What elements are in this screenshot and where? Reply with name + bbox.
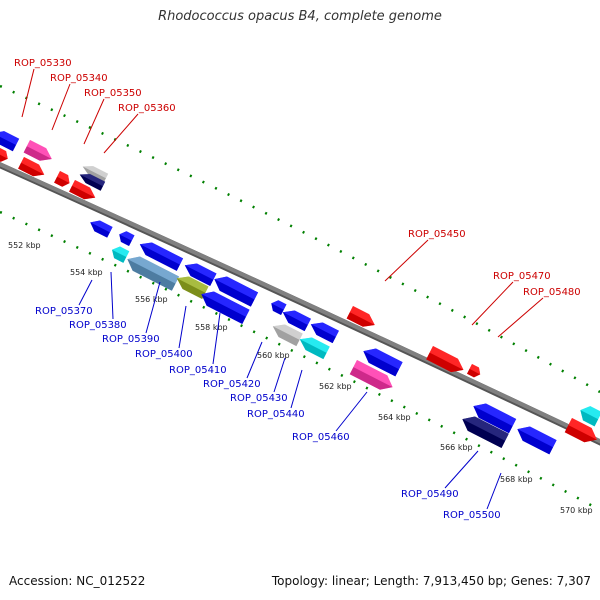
gene-cyan-2[interactable] [297, 333, 330, 360]
label-leader-line [212, 312, 221, 365]
accession-text: Accession: NC_012522 [9, 574, 146, 588]
gene-blue-11[interactable] [360, 344, 403, 377]
gene-blue-6[interactable] [211, 272, 259, 307]
gene-gray-1[interactable] [80, 162, 109, 183]
kbp-tick-label: 568 kbp [500, 475, 533, 484]
gene-blue-13[interactable] [514, 422, 557, 455]
gene-red-6[interactable] [426, 346, 467, 377]
gene-red-1[interactable] [0, 147, 10, 164]
gene-blue-4[interactable] [137, 238, 184, 271]
gene-blue-7[interactable] [198, 287, 250, 324]
gene-label-rop-05380[interactable]: ROP_05380 [69, 320, 127, 331]
gene-label-rop-05490[interactable]: ROP_05490 [401, 489, 459, 500]
kbp-tick-label: 562 kbp [319, 382, 352, 391]
gene-label-rop-05470[interactable]: ROP_05470 [493, 271, 551, 282]
gene-label-rop-05480[interactable]: ROP_05480 [523, 287, 581, 298]
gene-gray-2[interactable] [270, 320, 303, 347]
gene-pink-2[interactable] [349, 360, 396, 394]
gene-red-7[interactable] [467, 364, 483, 379]
gene-blue-12[interactable] [470, 399, 517, 434]
label-leader-line [273, 357, 286, 393]
gene-pink-1[interactable] [23, 140, 55, 165]
label-leader-line [178, 305, 187, 349]
gene-steel-1[interactable] [124, 252, 180, 291]
kbp-tick-label: 566 kbp [440, 443, 473, 452]
gene-blue-8[interactable] [269, 298, 287, 316]
label-leader-line [486, 472, 502, 510]
lower-tick-track [0, 210, 600, 512]
label-leader-line [83, 98, 105, 145]
kbp-tick-label: 558 kbp [195, 323, 228, 332]
genome-backbone [0, 162, 600, 444]
label-leader-line [246, 341, 263, 379]
label-leader-line [103, 113, 139, 154]
gene-label-rop-05390[interactable]: ROP_05390 [102, 334, 160, 345]
gene-label-rop-05450[interactable]: ROP_05450 [408, 229, 466, 240]
gene-label-rop-05400[interactable]: ROP_05400 [135, 349, 193, 360]
gene-label-rop-05350[interactable]: ROP_05350 [84, 88, 142, 99]
kbp-tick-label: 552 kbp [8, 241, 41, 250]
label-leader-line [444, 450, 479, 489]
gene-blue-2[interactable] [88, 217, 113, 238]
gene-red-4[interactable] [69, 180, 98, 203]
map-title: Rhodococcus opacus B4, complete genome [158, 9, 442, 24]
gene-label-rop-05420[interactable]: ROP_05420 [203, 379, 261, 390]
upper-tick-track [0, 84, 600, 394]
gene-red-8[interactable] [564, 418, 600, 447]
gene-label-rop-05410[interactable]: ROP_05410 [169, 365, 227, 376]
label-leader-line [290, 369, 303, 409]
gene-label-rop-05330[interactable]: ROP_05330 [14, 58, 72, 69]
label-leader-line [335, 391, 368, 432]
gene-blue-5[interactable] [182, 259, 217, 287]
kbp-tick-label: 556 kbp [135, 295, 168, 304]
gene-cyan-3[interactable] [577, 403, 600, 427]
gene-red-2[interactable] [18, 157, 47, 180]
gene-blue-9[interactable] [280, 306, 311, 332]
gene-navy-2[interactable] [459, 412, 509, 449]
gene-blue-1[interactable] [0, 127, 20, 152]
kbp-tick-label: 560 kbp [257, 351, 290, 360]
label-leader-line [51, 83, 71, 131]
genome-summary-text: Topology: linear; Length: 7,913,450 bp; … [271, 574, 591, 588]
label-leader-line [471, 281, 514, 326]
label-leader-line [21, 68, 35, 118]
gene-label-rop-05430[interactable]: ROP_05430 [230, 393, 288, 404]
gene-blue-3[interactable] [117, 229, 135, 247]
gene-label-rop-05360[interactable]: ROP_05360 [118, 103, 176, 114]
kbp-tick-label: 554 kbp [70, 268, 103, 277]
gene-cyan-1[interactable] [109, 244, 130, 263]
gene-label-rop-05440[interactable]: ROP_05440 [247, 409, 305, 420]
label-leader-line [145, 281, 161, 334]
gene-label-rop-05460[interactable]: ROP_05460 [292, 432, 350, 443]
gene-label-rop-05340[interactable]: ROP_05340 [50, 73, 108, 84]
gene-label-rop-05370[interactable]: ROP_05370 [35, 306, 93, 317]
kbp-tick-label: 564 kbp [378, 413, 411, 422]
label-leader-line [384, 239, 429, 282]
gene-label-rop-05500[interactable]: ROP_05500 [443, 510, 501, 521]
gene-red-3[interactable] [54, 171, 72, 189]
label-leader-line [78, 279, 93, 306]
gene-blue-10[interactable] [308, 318, 339, 344]
gene-red-5[interactable] [346, 306, 378, 331]
label-leader-line [497, 297, 544, 338]
gene-navy-1[interactable] [77, 170, 106, 191]
gene-olive-1[interactable] [174, 272, 209, 300]
kbp-tick-label: 570 kbp [560, 506, 593, 515]
label-leader-line [110, 271, 114, 320]
